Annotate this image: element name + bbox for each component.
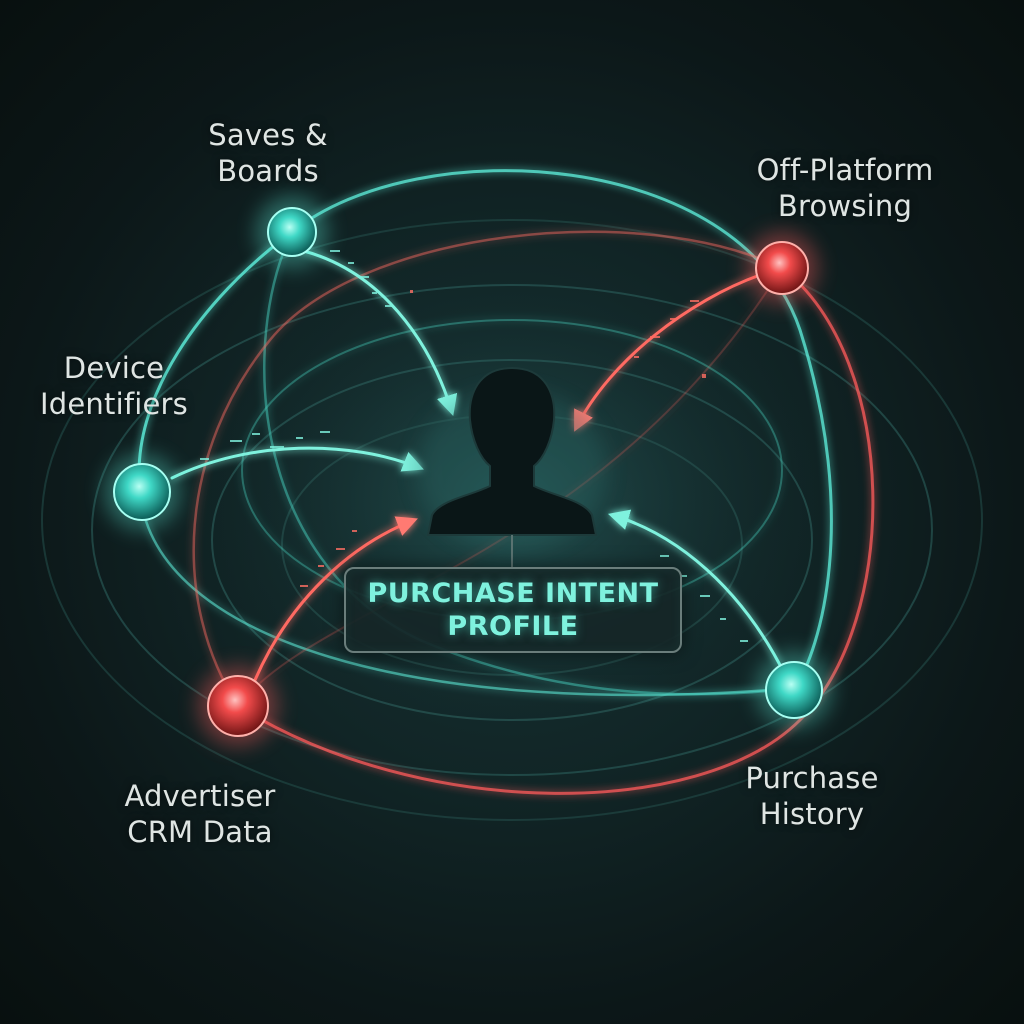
center-label-line2: PROFILE — [447, 611, 579, 642]
purchase-intent-profile-box: PURCHASE INTENT PROFILE — [344, 567, 682, 653]
orbit-loops — [137, 169, 875, 795]
arrows — [170, 248, 782, 682]
node-device-identifiers — [104, 454, 180, 530]
background-rings — [41, 219, 983, 821]
label-line: Advertiser — [124, 779, 276, 813]
arrow-offplatform — [574, 273, 762, 432]
label-line: Boards — [217, 154, 319, 188]
label-line: CRM Data — [127, 815, 273, 849]
node-off-platform-browsing — [746, 232, 818, 304]
label-line: Browsing — [777, 189, 913, 223]
label-saves-boards: Saves & Boards — [168, 117, 368, 189]
arrow-saves — [298, 248, 458, 417]
arrow-purchase — [607, 509, 782, 667]
center-label-line1: PURCHASE INTENT — [367, 578, 659, 609]
person-silhouette-icon — [417, 366, 607, 567]
label-advertiser-crm-data: Advertiser CRM Data — [100, 778, 300, 850]
label-line: History — [759, 797, 865, 831]
arrow-device — [170, 446, 424, 480]
particle-trails — [200, 250, 748, 642]
arrow-advertiser — [253, 516, 418, 682]
label-device-identifiers: Device Identifiers — [34, 350, 194, 422]
label-line: Purchase — [745, 761, 879, 795]
label-off-platform-browsing: Off-Platform Browsing — [735, 152, 955, 224]
label-line: Identifiers — [40, 387, 188, 421]
label-line: Saves & — [208, 118, 328, 152]
label-line: Device — [63, 351, 165, 385]
label-purchase-history: Purchase History — [722, 760, 902, 832]
node-purchase-history — [756, 652, 832, 728]
node-advertiser-crm-data — [198, 666, 278, 746]
node-saves-boards — [256, 196, 328, 268]
label-line: Off-Platform — [756, 153, 934, 187]
